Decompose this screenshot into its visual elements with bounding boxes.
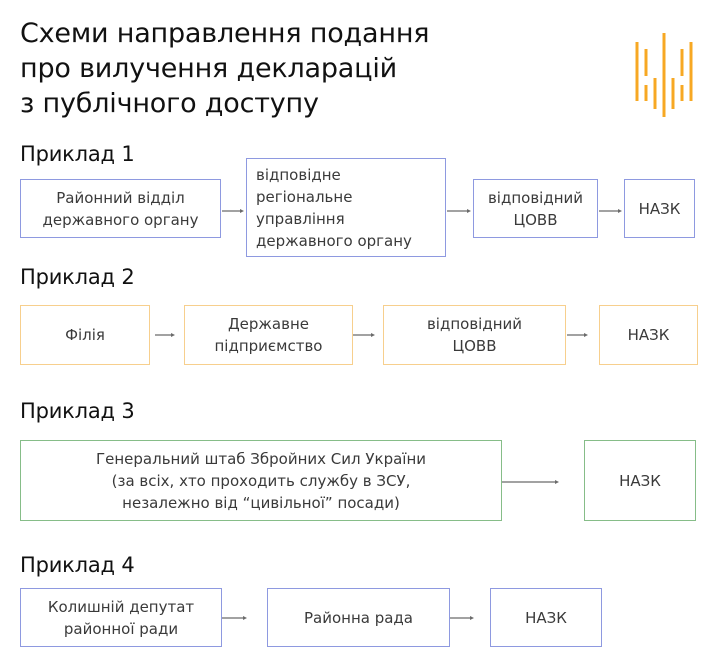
example-1-node-regional-department: відповідне регіональне управління держав… xyxy=(246,158,446,257)
node-label: НАЗК xyxy=(627,326,670,344)
example-2-node-state-enterprise: Державне підприємство xyxy=(184,305,353,365)
title-line: Схеми направлення подання xyxy=(20,18,430,49)
arrow-icon xyxy=(222,613,247,623)
node-label: Районна рада xyxy=(303,608,413,627)
arrow-icon xyxy=(155,330,175,340)
arrow-icon xyxy=(222,206,244,216)
example-2-node-covv: відповідний ЦОВВ xyxy=(383,305,566,365)
node-label: Колишній депутат районної ради xyxy=(47,597,195,638)
arrow-icon xyxy=(450,613,474,623)
example-4-node-former-deputy: Колишній депутат районної ради xyxy=(20,588,222,647)
node-label: Генеральний штаб Збройних Сил України (з… xyxy=(95,449,427,512)
node-label: відповідний ЦОВВ xyxy=(426,315,523,355)
arrow-icon xyxy=(353,330,375,340)
node-label: Філія xyxy=(65,326,105,344)
nazk-logo-icon xyxy=(630,30,700,122)
node-label: Державне підприємство xyxy=(214,315,323,355)
example-3-node-general-staff: Генеральний штаб Збройних Сил України (з… xyxy=(20,440,502,521)
example-4-node-nazk: НАЗК xyxy=(490,588,602,647)
example-1-node-nazk: НАЗК xyxy=(624,179,695,238)
node-label: НАЗК xyxy=(619,471,661,490)
example-2-heading: Приклад 2 xyxy=(20,265,135,289)
example-2-node-branch: Філія xyxy=(20,305,150,365)
example-1-node-district-department: Районний відділ державного органу xyxy=(20,179,221,238)
node-label: відповідний ЦОВВ xyxy=(487,188,584,229)
title-line: з публічного доступу xyxy=(20,88,319,119)
arrow-icon xyxy=(447,206,471,216)
example-1-heading: Приклад 1 xyxy=(20,142,135,166)
node-label: Районний відділ державного органу xyxy=(42,188,199,229)
node-label: НАЗК xyxy=(525,608,567,627)
arrow-icon xyxy=(567,330,588,340)
example-1-node-covv: відповідний ЦОВВ xyxy=(473,179,598,238)
page-title: Схеми направлення подання про вилучення … xyxy=(20,16,430,121)
example-3-node-nazk: НАЗК xyxy=(584,440,696,521)
node-label: НАЗК xyxy=(638,199,681,218)
arrow-icon xyxy=(502,477,559,487)
arrow-icon xyxy=(599,206,622,216)
example-3-heading: Приклад 3 xyxy=(20,399,135,423)
example-4-heading: Приклад 4 xyxy=(20,553,135,577)
example-4-node-district-council: Районна рада xyxy=(267,588,450,647)
title-line: про вилучення декларацій xyxy=(20,53,397,84)
example-2-node-nazk: НАЗК xyxy=(599,305,698,365)
node-label: відповідне регіональне управління держав… xyxy=(256,165,412,250)
